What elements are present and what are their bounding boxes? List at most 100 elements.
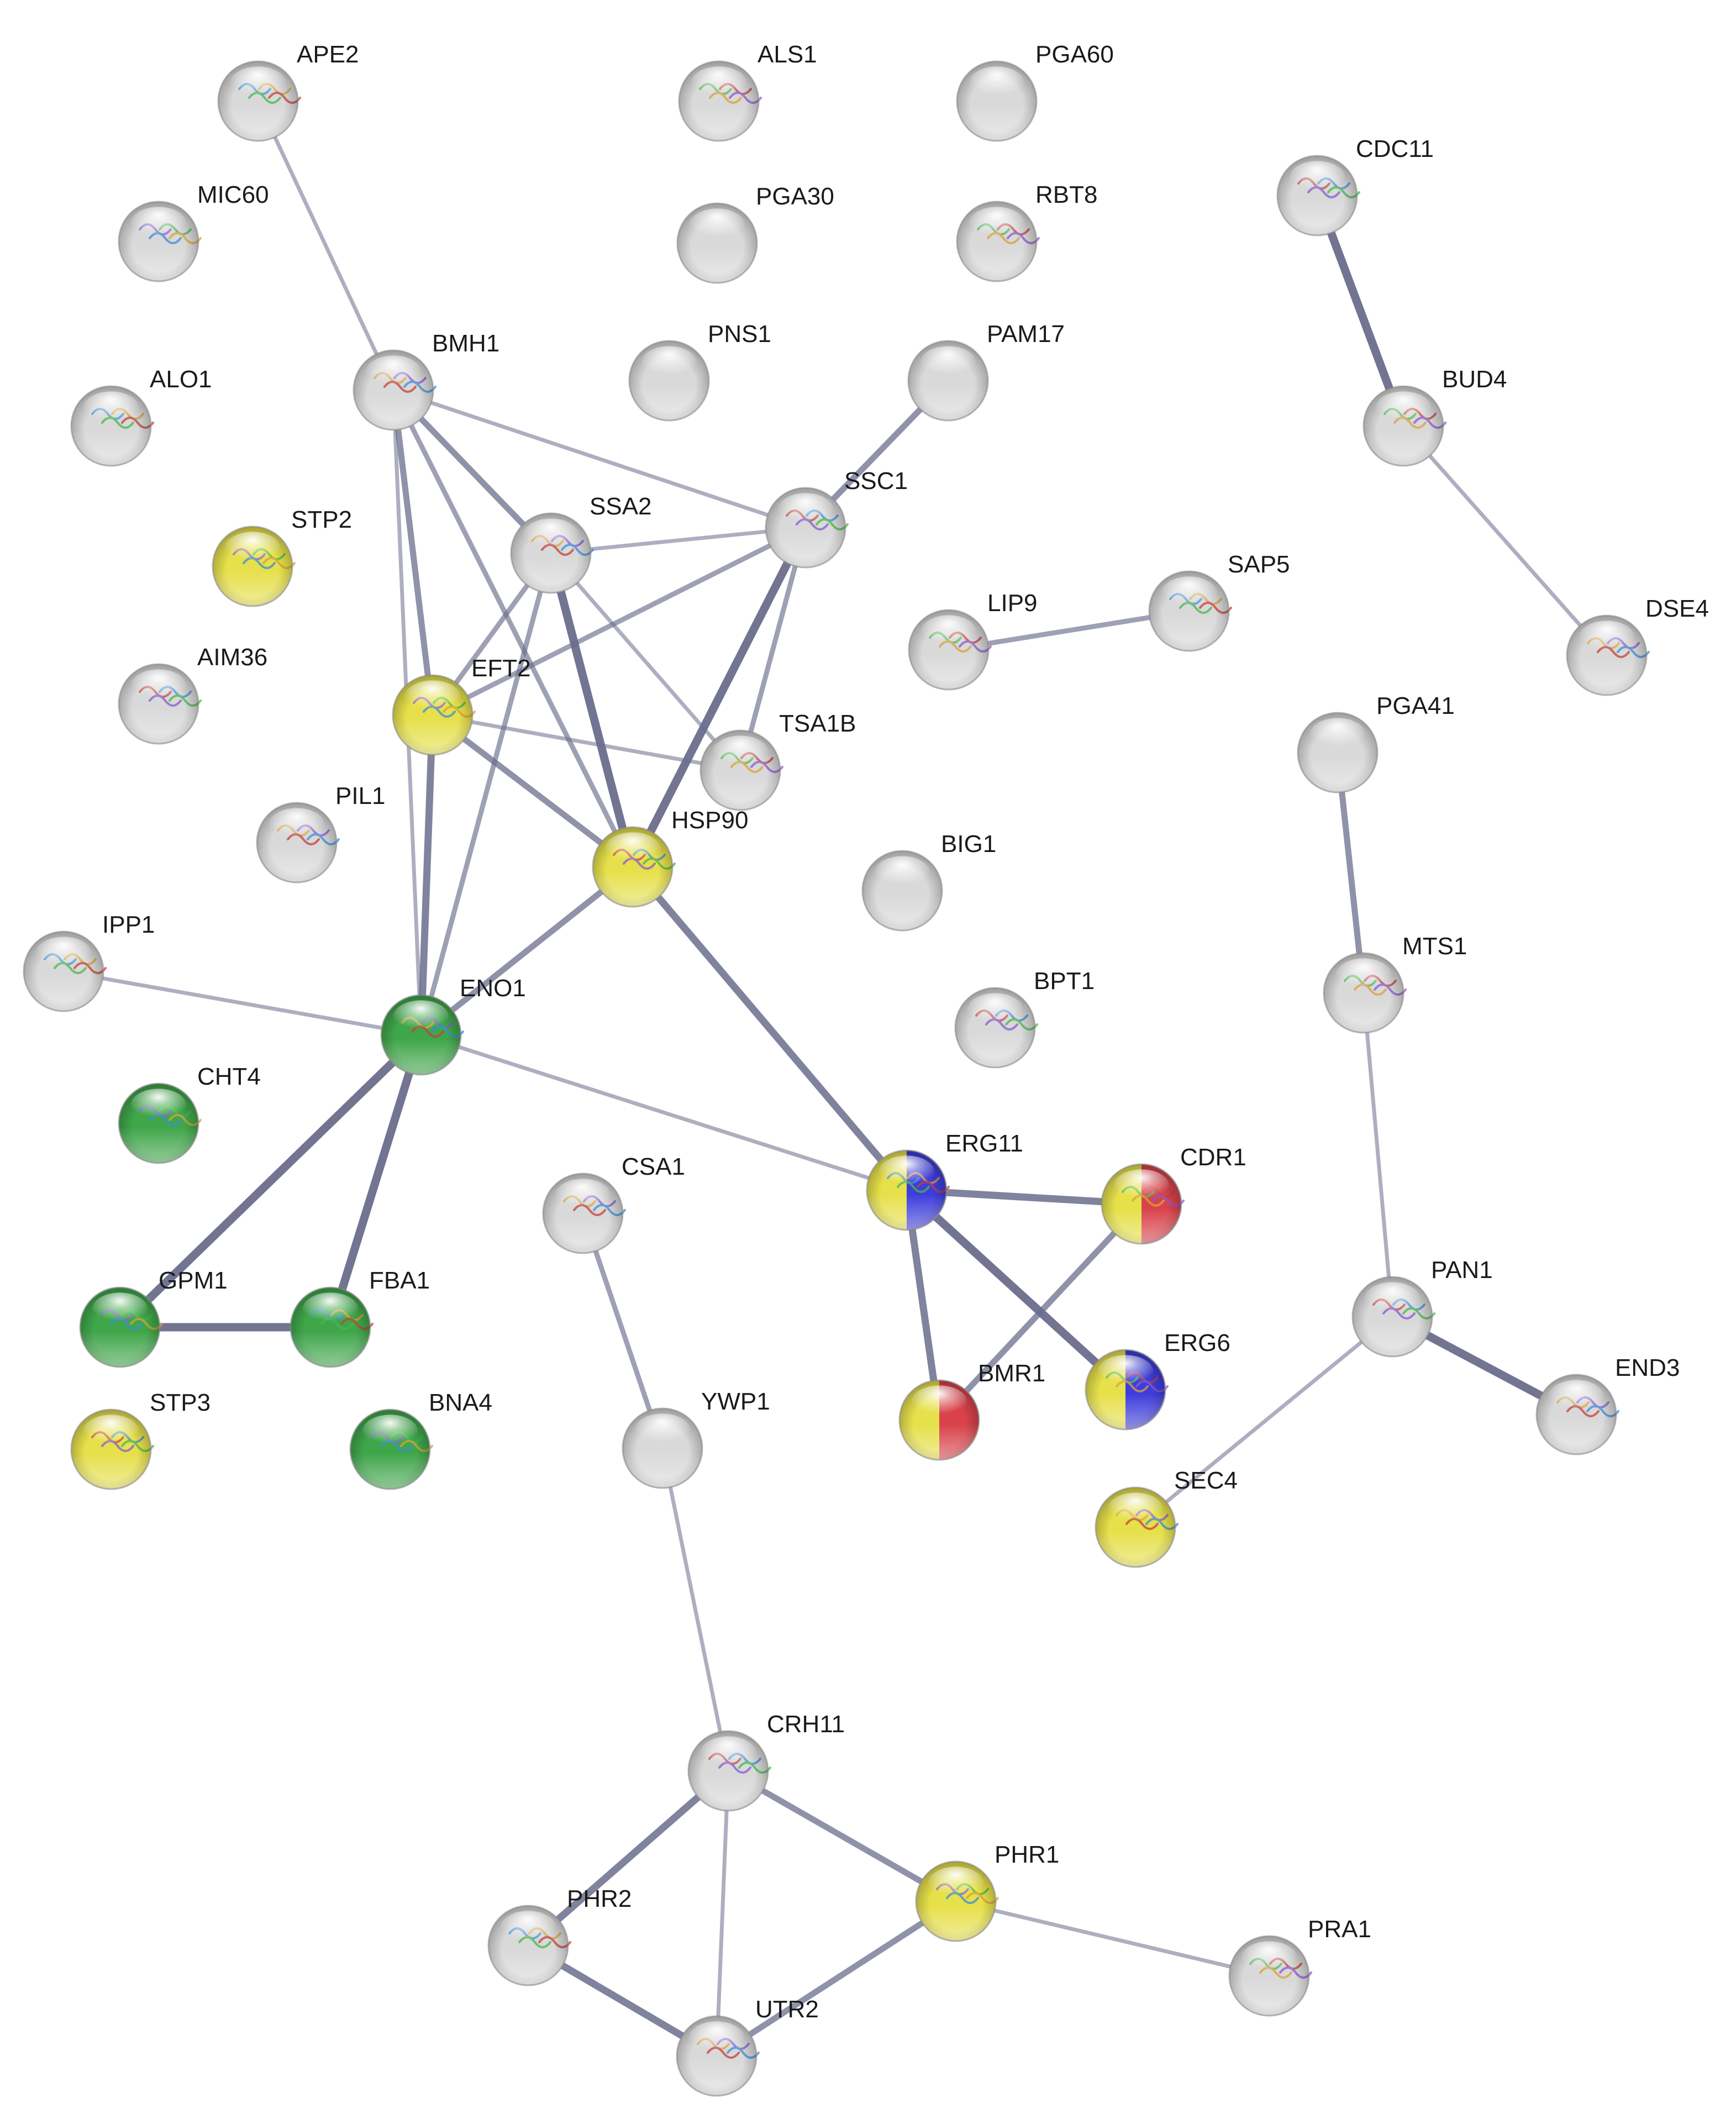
node-label-PNS1: PNS1 [708, 320, 771, 348]
node-label-PRA1: PRA1 [1308, 1916, 1371, 1943]
node-PAN1[interactable]: PAN1 [1351, 1256, 1493, 1358]
node-STP2[interactable]: STP2 [212, 506, 352, 607]
node-label-ERG11: ERG11 [945, 1130, 1023, 1157]
node-IPP1[interactable]: IPP1 [23, 911, 155, 1012]
node-PHR2[interactable]: PHR2 [487, 1885, 632, 1986]
node-PIL1[interactable]: PIL1 [256, 782, 386, 884]
node-CSA1[interactable]: CSA1 [542, 1153, 685, 1254]
edge-CDC11-BUD4 [1313, 191, 1408, 430]
node-label-IPP1: IPP1 [102, 911, 155, 938]
edge-ENO1-GPM1 [115, 1030, 425, 1332]
node-CDR1[interactable]: CDR1 [1101, 1144, 1246, 1245]
node-RBT8[interactable]: RBT8 [956, 181, 1097, 282]
edge-HSP90-ENO1 [418, 864, 636, 1038]
node-MTS1[interactable]: MTS1 [1323, 933, 1467, 1034]
node-PNS1[interactable]: PNS1 [628, 320, 771, 422]
node-ALS1[interactable]: ALS1 [678, 41, 817, 142]
node-label-BIG1: BIG1 [941, 830, 996, 858]
node-label-BUD4: BUD4 [1442, 366, 1507, 393]
node-CRH11[interactable]: CRH11 [687, 1711, 845, 1812]
edge-ENO1-FBA1 [326, 1030, 425, 1332]
edge-CRH11-PHR2 [524, 1767, 732, 1949]
edge-SSA2-TSA1B [549, 551, 743, 772]
node-SEC4[interactable]: SEC4 [1095, 1467, 1238, 1568]
node-label-YWP1: YWP1 [701, 1388, 770, 1415]
node-PGA30[interactable]: PGA30 [676, 183, 834, 284]
node-label-CDC11: CDC11 [1356, 135, 1434, 162]
edge-BMH1-SSC1 [391, 388, 808, 530]
node-label-SAP5: SAP5 [1228, 551, 1290, 578]
node-label-DSE4: DSE4 [1645, 595, 1709, 622]
node-SSC1[interactable]: SSC1 [765, 467, 908, 569]
node-GPM1[interactable]: GPM1 [79, 1267, 228, 1368]
node-PRA1[interactable]: PRA1 [1228, 1916, 1371, 2017]
edge-SSC1-HSP90 [628, 523, 810, 871]
node-BMR1[interactable]: BMR1 [898, 1360, 1045, 1461]
node-label-PAM17: PAM17 [987, 320, 1065, 348]
node-LIP9[interactable]: LIP9 [908, 590, 1038, 691]
node-CHT4[interactable]: CHT4 [118, 1063, 261, 1164]
edge-SSA2-HSP90 [546, 549, 637, 871]
node-BUD4[interactable]: BUD4 [1363, 366, 1507, 467]
node-MIC60[interactable]: MIC60 [118, 181, 269, 282]
node-AIM36[interactable]: AIM36 [118, 644, 267, 745]
edge-APE2-BMH1 [256, 99, 396, 392]
node-DSE4[interactable]: DSE4 [1566, 595, 1709, 696]
node-label-TSA1B: TSA1B [779, 710, 856, 737]
node-label-ALS1: ALS1 [757, 41, 817, 68]
node-TSA1B[interactable]: TSA1B [699, 710, 856, 811]
node-CDC11[interactable]: CDC11 [1276, 135, 1434, 236]
node-label-BMR1: BMR1 [978, 1360, 1045, 1387]
node-ENO1[interactable]: ENO1 [380, 975, 526, 1076]
node-FBA1[interactable]: FBA1 [290, 1267, 430, 1368]
node-YWP1[interactable]: YWP1 [622, 1388, 770, 1489]
node-STP3[interactable]: STP3 [70, 1389, 211, 1490]
edge-BUD4-DSE4 [1401, 424, 1609, 658]
edge-PHR1-UTR2 [713, 1898, 959, 2059]
node-BMH1[interactable]: BMH1 [353, 330, 499, 431]
node-BPT1[interactable]: BPT1 [954, 968, 1095, 1069]
node-label-EFT2: EFT2 [471, 655, 531, 682]
edge-SSC1-TSA1B [738, 525, 808, 773]
node-label-END3: END3 [1615, 1354, 1680, 1381]
node-ERG11[interactable]: ERG11 [866, 1130, 1023, 1231]
node-label-UTR2: UTR2 [755, 1996, 819, 2023]
node-BNA4[interactable]: BNA4 [349, 1389, 492, 1490]
edge-YWP1-CRH11 [660, 1446, 730, 1773]
node-SSA2[interactable]: SSA2 [510, 493, 652, 594]
node-PHR1[interactable]: PHR1 [915, 1841, 1059, 1942]
node-HSP90[interactable]: HSP90 [592, 807, 748, 908]
node-BIG1[interactable]: BIG1 [861, 830, 996, 932]
edge-SSA2-ENO1 [418, 550, 554, 1038]
node-label-STP2: STP2 [291, 506, 352, 533]
node-label-ERG6: ERG6 [1164, 1329, 1230, 1356]
node-PGA41[interactable]: PGA41 [1297, 692, 1455, 793]
node-label-PHR2: PHR2 [567, 1885, 632, 1912]
edges-layer [61, 99, 1609, 2060]
edge-HSP90-ERG11 [629, 863, 911, 1194]
node-SAP5[interactable]: SAP5 [1148, 551, 1290, 652]
node-label-BMH1: BMH1 [432, 330, 499, 357]
node-label-SEC4: SEC4 [1174, 1467, 1238, 1494]
node-PGA60[interactable]: PGA60 [956, 41, 1114, 142]
node-PAM17[interactable]: PAM17 [907, 320, 1065, 422]
edge-MTS1-PAN1 [1361, 991, 1395, 1319]
node-label-BPT1: BPT1 [1034, 968, 1095, 995]
node-APE2[interactable]: APE2 [217, 41, 359, 142]
node-label-RBT8: RBT8 [1035, 181, 1097, 208]
node-END3[interactable]: END3 [1535, 1354, 1680, 1455]
node-label-HSP90: HSP90 [671, 807, 748, 834]
node-label-SSA2: SSA2 [590, 493, 652, 520]
node-ALO1[interactable]: ALO1 [70, 366, 212, 467]
node-EFT2[interactable]: EFT2 [392, 655, 531, 756]
node-label-MIC60: MIC60 [197, 181, 269, 208]
node-UTR2[interactable]: UTR2 [676, 1996, 819, 2097]
edge-EFT2-ENO1 [417, 711, 436, 1039]
node-label-FBA1: FBA1 [369, 1267, 430, 1294]
node-label-BNA4: BNA4 [429, 1389, 492, 1416]
node-label-PAN1: PAN1 [1431, 1256, 1493, 1284]
node-ERG6[interactable]: ERG6 [1085, 1329, 1230, 1431]
